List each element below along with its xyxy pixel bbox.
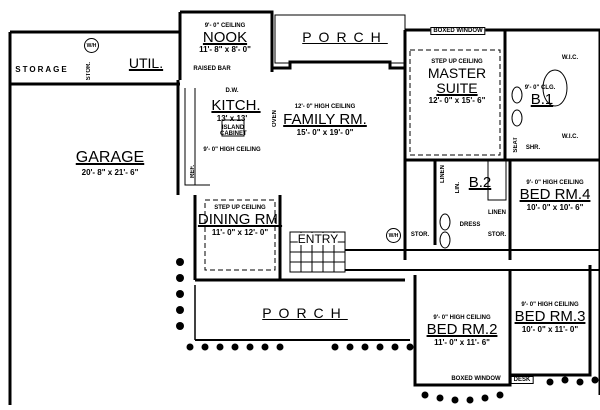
dress-label: DRESS [459,222,481,228]
kitchen-counter [184,88,210,186]
family-ceiling: 12'- 0" HIGH CEILING [294,104,356,110]
bed2-label: BED RM.2 [426,321,498,338]
nook-ceiling: 9'- 0" CEILING [204,23,246,29]
bed3-ceiling: 9'- 0" HIGH CEILING [521,302,579,308]
shrubs [176,258,599,404]
kitchen-label: KITCH. [211,97,261,114]
entry-label: ENTRY [297,232,339,246]
oven-label: OVEN [272,110,278,128]
dining-walls [193,195,405,282]
bed4-dims: 10'- 0" x 10'- 6" [526,203,584,212]
hall-walls [345,249,600,271]
linen-1-label: LINEN [440,165,446,183]
linen-2-label: LINEN [488,210,506,216]
shower-label: SHR. [525,145,541,151]
boxed-window-bottom: BOXED WINDOW [451,376,501,382]
util-label: UTIL. [128,55,164,71]
island-cabinet [221,119,245,137]
boxed-window-top: BOXED WINDOW [430,27,486,35]
bath2-label: B.2 [468,174,492,191]
porch-bottom-label: PORCH [262,305,348,321]
raised-bar-label: RAISED BAR [193,66,231,72]
family-dims: 15'- 0" x 19'- 0" [296,128,354,137]
bed4-ceiling: 9'- 0" HIGH CEILING [526,180,584,186]
master-walls [403,28,600,395]
ref-label: REF. [190,165,196,179]
stor-3-label: STOR. [487,232,507,238]
stor-2-label: STOR. [410,232,430,238]
dining-ceiling: STEP UP CEILING [214,205,266,211]
bed4-label: BED RM.4 [519,186,591,203]
seat-label: SEAT [513,137,519,153]
kitchen-dims: 13' x 13' [216,114,248,123]
master-ceiling: STEP UP CEILING [431,59,483,65]
dining-dims: 11'- 0" x 12'- 0" [211,228,269,237]
island-cabinet-label: ISLAND CABINET [220,125,247,137]
garage-label: GARAGE [75,149,145,166]
garage-walls [8,30,180,405]
kitchen-ceiling: 9'- 0" HIGH CEILING [203,147,261,153]
bath-walls [433,158,600,260]
dining-label: DINING RM. [197,211,283,228]
porch-top-label: PORCH [302,29,388,45]
master-label-1: MASTER [427,65,487,81]
master-label-2: SUITE [436,80,478,96]
wic-2-label: W.I.C. [561,134,579,140]
lin-label: LIN. [455,182,461,194]
desk-label: DESK [510,376,534,384]
nook-label: NOOK [202,29,248,46]
nook-dims: 11'- 8" x 8'- 0" [199,45,251,54]
bed2-dims: 11'- 0" x 11'- 6" [434,338,490,347]
garage-dims: 20'- 8" x 21'- 6" [81,168,139,177]
bed3-dims: 10'- 0" x 11'- 0" [521,325,579,334]
family-room-label: FAMILY RM. [283,111,367,128]
bedroom-walls [413,265,592,387]
water-heater-hall: W/H [386,228,401,243]
bath1-ceiling: 9'- 0" CLG. [524,85,556,91]
bed3-label: BED RM.3 [514,308,586,325]
stor-util-label: STOR. [86,62,92,81]
storage-label: STORAGE [15,65,69,74]
water-heater-util: W/H [84,38,99,53]
porch-top-outline [274,14,406,64]
master-dims: 12'- 0" x 15'- 6" [428,96,486,105]
dining-step-ceiling [204,199,276,271]
family-top-wall [272,60,405,70]
bath1-label: B.1 [530,91,554,108]
wic-1-label: W.I.C. [561,55,579,61]
nook-walls [176,10,274,195]
bed2-ceiling: 9'- 0" HIGH CEILING [433,315,491,321]
dishwasher-label: D.W. [225,88,239,94]
master-step-ceiling [409,49,501,156]
